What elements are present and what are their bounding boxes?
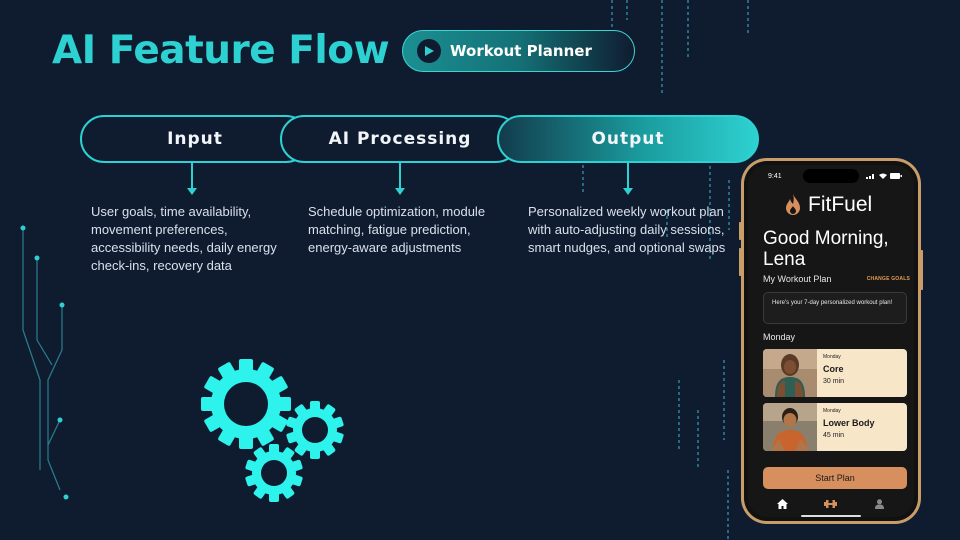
home-icon[interactable] <box>772 497 792 511</box>
status-bar: 9:41 <box>748 165 914 187</box>
app-screen: 9:41 FitFuel Good Morning, Lena My Worko… <box>748 165 914 517</box>
bottom-tab-bar <box>748 497 914 511</box>
workout-card[interactable]: Monday Core 30 min <box>763 349 907 397</box>
stage-ai-processing: AI Processing <box>280 115 520 163</box>
stage-label: Input <box>167 129 223 149</box>
phone-notch <box>803 169 859 183</box>
workout-photo <box>763 349 817 397</box>
battery-icon <box>890 173 902 179</box>
phone-side-button <box>739 222 742 240</box>
workout-name: Core <box>823 364 844 374</box>
workout-photo <box>763 403 817 451</box>
stage-label: Output <box>591 129 665 149</box>
greeting-heading: Good Morning, Lena <box>763 228 889 270</box>
home-indicator <box>801 515 861 517</box>
workout-card[interactable]: Monday Lower Body 45 min <box>763 403 907 451</box>
play-arrow-icon <box>417 39 441 63</box>
plan-header: My Workout Plan CHANGE GOALS <box>763 274 910 284</box>
workout-duration: 30 min <box>823 378 845 385</box>
stage-input-description: User goals, time availability, movement … <box>91 204 277 273</box>
dumbbell-icon[interactable] <box>821 497 841 511</box>
workout-day: Monday <box>823 408 841 414</box>
start-plan-button[interactable]: Start Plan <box>763 467 907 489</box>
phone-side-button <box>739 248 742 276</box>
stage-output: Output <box>497 115 759 163</box>
day-label: Monday <box>763 332 796 342</box>
phone-side-button <box>920 250 923 290</box>
plan-title: My Workout Plan <box>763 274 832 284</box>
gears-icon <box>201 359 344 502</box>
stage-output-description: Personalized weekly workout plan with au… <box>528 204 726 255</box>
badge-label: Workout Planner <box>450 42 592 60</box>
profile-icon[interactable] <box>870 497 890 511</box>
workout-name: Lower Body <box>823 418 875 428</box>
flame-icon <box>786 194 800 215</box>
workout-duration: 45 min <box>823 432 845 439</box>
stage-label: AI Processing <box>328 129 472 149</box>
signal-icon <box>866 174 874 179</box>
workout-planner-badge[interactable]: Workout Planner <box>402 30 635 72</box>
app-brand: FitFuel <box>784 193 872 217</box>
plan-message-card: Here's your 7-day personalized workout p… <box>763 292 907 324</box>
phone-mockup: 9:41 FitFuel Good Morning, Lena My Worko… <box>741 158 921 524</box>
workout-day: Monday <box>823 354 841 360</box>
stage-input: Input <box>80 115 310 163</box>
app-name: FitFuel <box>808 193 873 216</box>
wifi-icon <box>879 173 887 179</box>
stage-ai-processing-description: Schedule optimization, module matching, … <box>308 204 486 255</box>
status-time: 9:41 <box>768 172 782 180</box>
change-goals-link[interactable]: CHANGE GOALS <box>866 276 910 282</box>
page-title: AI Feature Flow <box>52 28 390 73</box>
